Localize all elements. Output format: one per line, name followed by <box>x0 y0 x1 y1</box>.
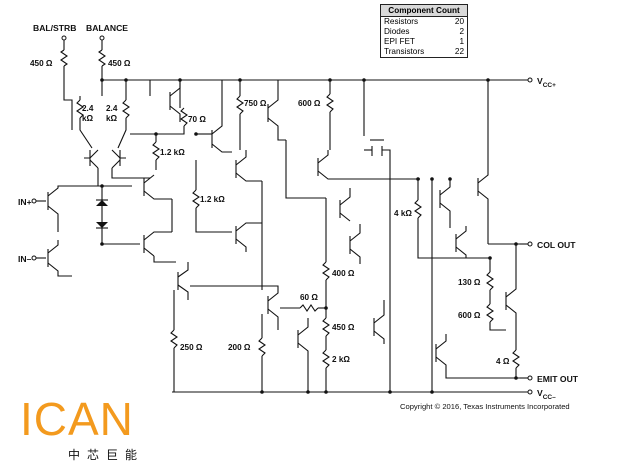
output-stage <box>414 80 520 392</box>
label-r7: 1.2 kΩ <box>200 195 225 204</box>
pin-in-minus <box>31 240 72 277</box>
row-name: Transistors <box>384 47 425 56</box>
label-r12: 60 Ω <box>300 293 318 302</box>
resistor-2k4-right <box>117 80 130 149</box>
diode-pair <box>96 186 140 245</box>
label-r11: 400 Ω <box>332 269 355 278</box>
transistors-driver <box>280 80 420 392</box>
label-in-minus: IN– <box>18 254 32 264</box>
label-r10: 4 kΩ <box>394 209 412 218</box>
row-count: 2 <box>459 27 464 36</box>
label-r13: 450 Ω <box>332 323 355 332</box>
resistor-2k4-left <box>76 96 93 149</box>
transistors-left-column <box>143 174 189 392</box>
junction-dots <box>100 78 518 394</box>
label-r18: 600 Ω <box>458 311 481 320</box>
pin-col-out <box>520 241 533 247</box>
label-r19: 4 Ω <box>496 357 510 366</box>
row-name: Resistors <box>384 17 419 26</box>
pin-bal-strb <box>60 35 73 130</box>
pin-emit-out <box>520 375 533 381</box>
label-emit-out: EMIT OUT <box>537 374 579 384</box>
label-r16: 200 Ω <box>228 343 251 352</box>
label-bal-strb: BAL/STRB <box>33 23 76 33</box>
row-count: 1 <box>459 37 464 46</box>
label-r1: 450 Ω <box>30 59 53 68</box>
ican-logo-subtitle: 中芯巨能 <box>68 448 145 462</box>
row-name: EPI FET <box>384 37 415 46</box>
input-transistors <box>84 149 150 187</box>
component-count-table: Component Count Resistors 20 Diodes 2 EP… <box>380 4 468 58</box>
pin-vcc-minus-pad <box>527 389 533 395</box>
label-col-out: COL OUT <box>537 240 576 250</box>
table-row: Diodes 2 <box>381 27 468 37</box>
label-r4a: 2.4 <box>106 104 118 113</box>
label-r9: 600 Ω <box>298 99 321 108</box>
label-r6: 1.2 kΩ <box>160 148 185 157</box>
row-count: 22 <box>454 47 464 56</box>
copyright-text: Copyright © 2016, Texas Instruments Inco… <box>400 402 570 411</box>
transistors-middle <box>190 80 326 392</box>
label-r5: 70 Ω <box>188 115 206 124</box>
ican-logo-text: ICAN <box>20 393 134 445</box>
table-row: Resistors 20 <box>381 17 468 28</box>
label-balance: BALANCE <box>86 23 128 33</box>
label-r3b: kΩ <box>82 114 94 123</box>
pin-in-plus <box>31 185 132 232</box>
label-r8: 750 Ω <box>244 99 267 108</box>
table-row: EPI FET 1 <box>381 37 468 47</box>
epi-fet <box>363 80 391 392</box>
row-name: Diodes <box>384 27 410 36</box>
table-row: Transistors 22 <box>381 47 468 58</box>
label-r17: 130 Ω <box>458 278 481 287</box>
label-r4b: kΩ <box>106 114 118 123</box>
transistors-upper-middle <box>130 80 232 233</box>
label-r3a: 2.4 <box>82 104 94 113</box>
label-vcc-plus: VCC+ <box>537 76 556 89</box>
label-r14: 2 kΩ <box>332 355 350 364</box>
row-count: 20 <box>454 17 464 26</box>
component-count-title: Component Count <box>380 4 468 17</box>
label-in-plus: IN+ <box>18 197 32 207</box>
label-r2: 450 Ω <box>108 59 131 68</box>
label-vcc-minus: VCC– <box>537 388 556 401</box>
label-r15: 250 Ω <box>180 343 203 352</box>
pin-vcc-plus-pad <box>527 77 533 83</box>
